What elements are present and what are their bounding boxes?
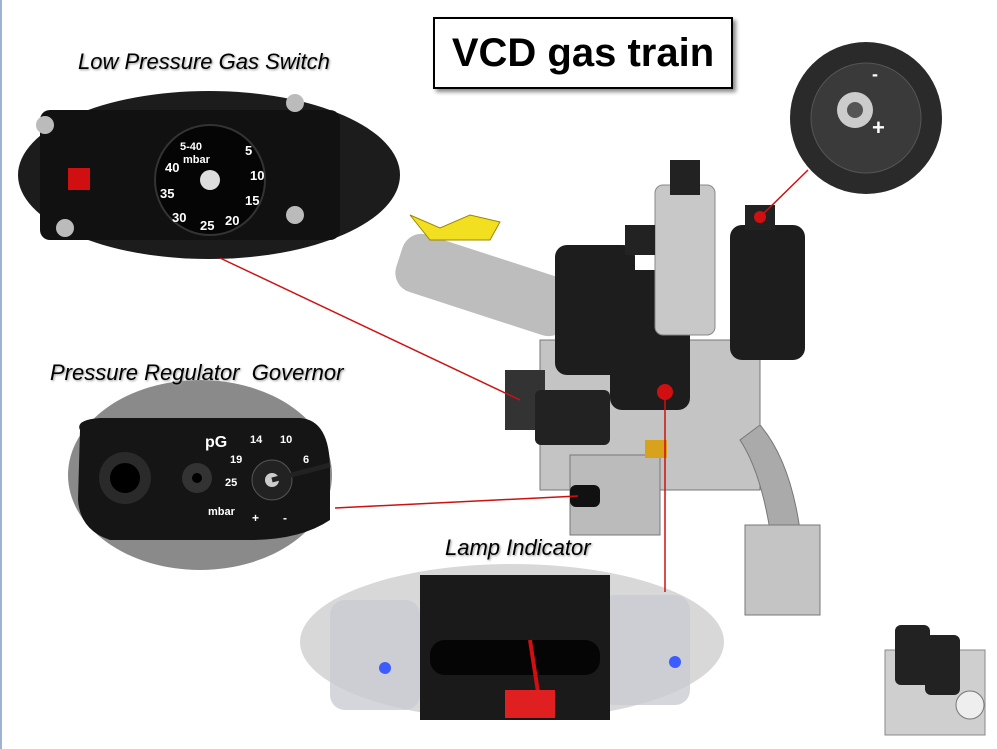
svg-text:+: + (252, 511, 259, 525)
svg-text:-: - (283, 511, 287, 525)
svg-text:20: 20 (225, 213, 239, 228)
label-low-pressure-gas-switch: Low Pressure Gas Switch (78, 49, 330, 74)
svg-text:-: - (872, 64, 878, 84)
regulator-symbol: pG (205, 434, 227, 451)
label-pressure-regulator-governor: Pressure Regulator Governor (50, 360, 344, 385)
label-lamp-indicator: Lamp Indicator (445, 535, 591, 560)
svg-text:25: 25 (225, 477, 237, 489)
svg-text:6: 6 (303, 454, 309, 466)
svg-text:25: 25 (200, 218, 214, 233)
low-pressure-switch-photo: 5-40 mbar 5 10 15 20 25 30 35 40 (18, 91, 400, 259)
adjustment-knob-photo: + - (790, 42, 942, 194)
svg-text:15: 15 (245, 193, 259, 208)
svg-text:mbar: mbar (208, 506, 236, 518)
svg-text:14: 14 (250, 434, 263, 446)
svg-text:19: 19 (230, 454, 242, 466)
slide-edge (0, 0, 2, 749)
svg-text:mbar: mbar (183, 154, 211, 166)
reference-device-image (884, 625, 986, 736)
svg-text:5: 5 (245, 143, 252, 158)
lamp-indicator-photo (300, 564, 724, 720)
svg-text:10: 10 (250, 168, 264, 183)
svg-text:5-40: 5-40 (180, 141, 202, 153)
gas-train-device (395, 160, 821, 616)
leader-lines (219, 169, 809, 592)
svg-text:40: 40 (165, 160, 179, 175)
pressure-regulator-photo: pG 14 10 19 6 25 mbar + - (68, 380, 332, 570)
svg-text:30: 30 (172, 210, 186, 225)
svg-text:35: 35 (160, 186, 174, 201)
svg-text:+: + (872, 115, 885, 140)
svg-text:10: 10 (280, 434, 292, 446)
slide-title: VCD gas train (433, 17, 733, 89)
